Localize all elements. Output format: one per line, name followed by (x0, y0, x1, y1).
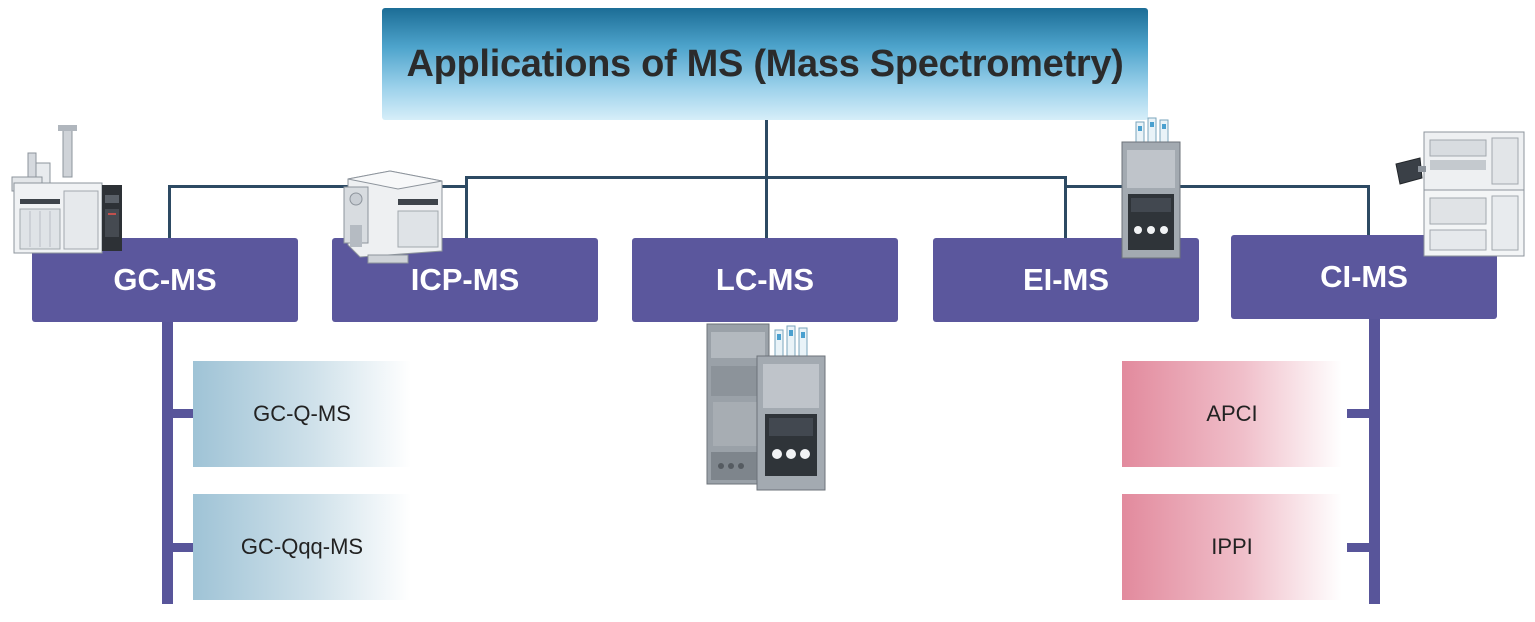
connector-drop-ei (1064, 176, 1067, 238)
hplc-instrument-icon (1121, 117, 1181, 259)
ci-branch-tick-1 (1347, 409, 1369, 418)
connector-bus-left (168, 185, 468, 188)
connector-bus-upper (465, 176, 1067, 179)
subtype-label: APCI (1206, 401, 1258, 426)
subtype-box-gc-q-ms: GC-Q-MS (193, 361, 411, 467)
connector-drop-icp (465, 176, 468, 238)
gc-branch-line (162, 322, 173, 604)
category-label: EI-MS (1022, 262, 1110, 297)
connector-title-stem (765, 120, 768, 238)
connector-drop-ci (1367, 185, 1370, 235)
diagram-title: Applications of MS (Mass Spectrometry) (406, 42, 1124, 85)
subtype-label: IPPI (1211, 534, 1253, 559)
connector-drop-gc (168, 185, 171, 238)
subtype-label: GC-Q-MS (253, 401, 351, 426)
category-label: ICP-MS (410, 262, 520, 297)
category-label: GC-MS (113, 262, 217, 297)
ci-branch-line (1369, 319, 1380, 604)
connector-bus-right (1066, 185, 1370, 188)
subtype-label: GC-Qqq-MS (240, 534, 364, 559)
gc-branch-tick-1 (173, 409, 195, 418)
subtype-box-gc-qqq-ms: GC-Qqq-MS (193, 494, 411, 600)
subtype-box-apci: APCI (1122, 361, 1342, 467)
category-label: LC-MS (715, 262, 815, 297)
category-box-lc-ms: LC-MS (632, 238, 898, 322)
category-label: CI-MS (1320, 259, 1408, 294)
ci-branch-tick-2 (1347, 543, 1369, 552)
subtype-box-ippi: IPPI (1122, 494, 1342, 600)
gc-branch-tick-2 (173, 543, 195, 552)
title-box: Applications of MS (Mass Spectrometry) (382, 8, 1148, 120)
icp-instrument-icon (343, 170, 443, 264)
lc-instrument-icon (706, 323, 826, 491)
gc-instrument-icon (11, 125, 122, 254)
ci-instrument-icon (1395, 131, 1525, 257)
